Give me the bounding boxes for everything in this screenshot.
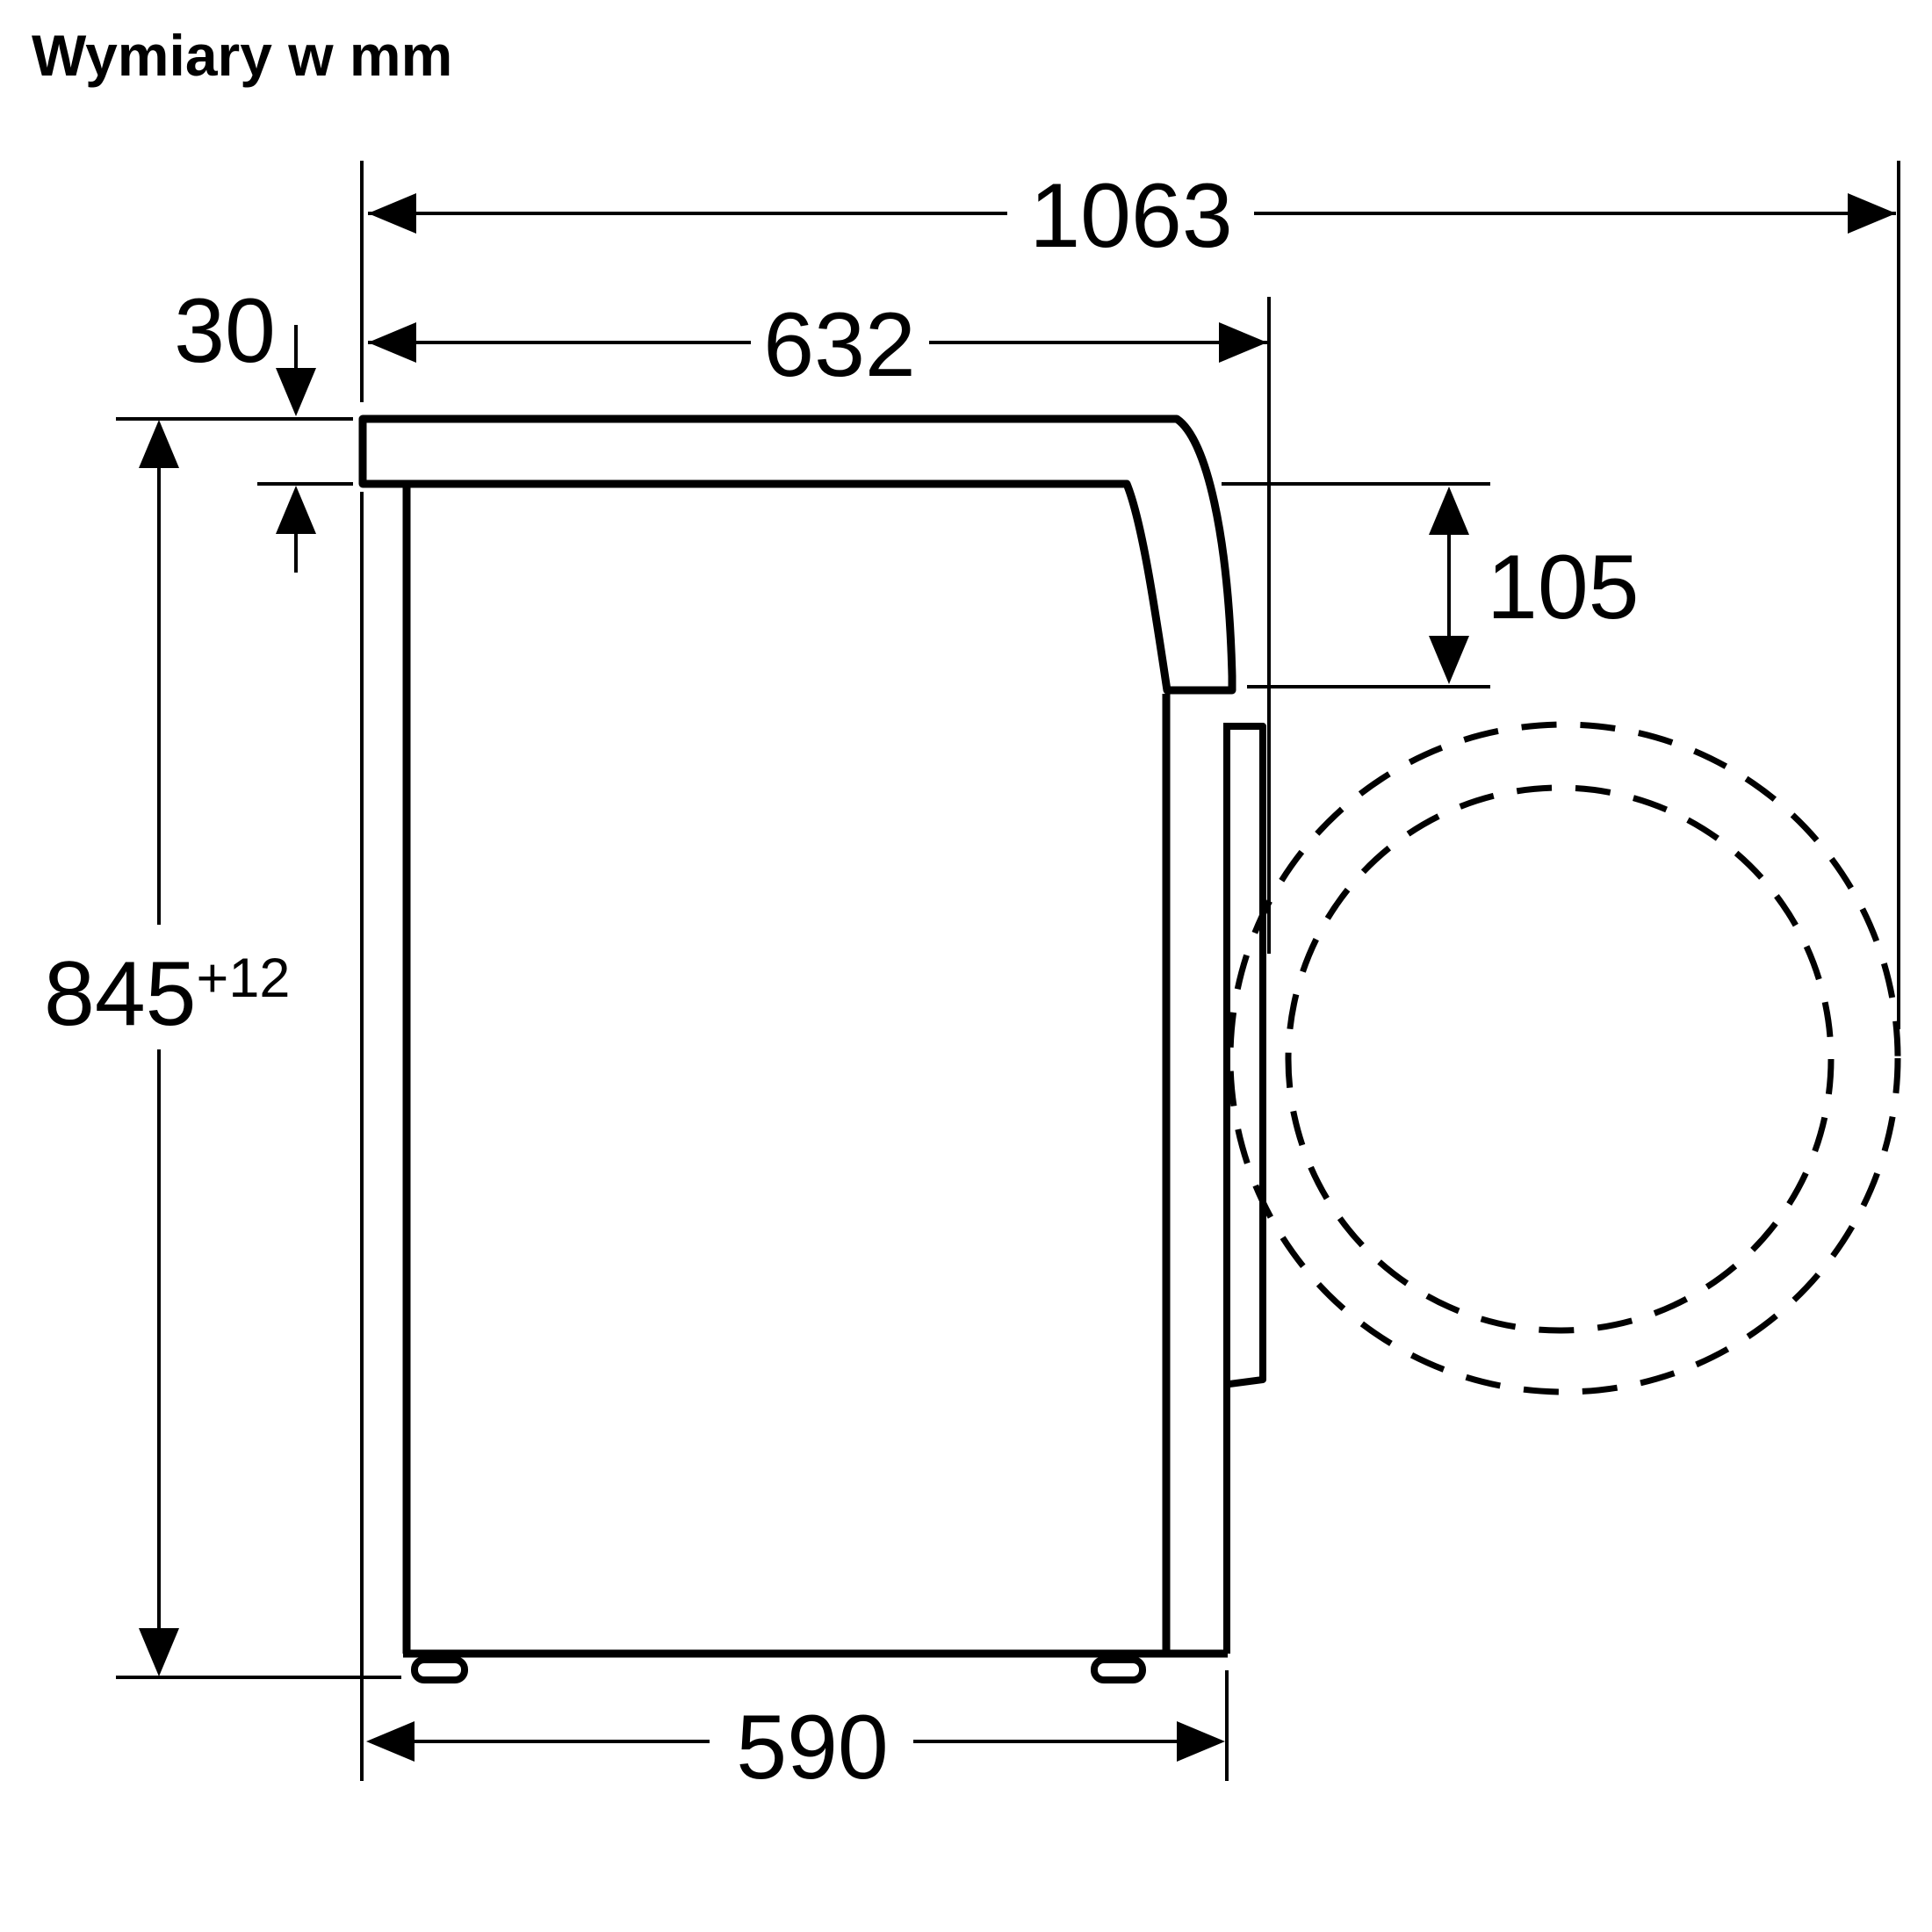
foot-right-pad [1091,1656,1146,1683]
arrow-590-left [366,1721,415,1762]
dim-label-door-panel-offset: 105 [1487,537,1640,638]
door-swing-arcs [1227,721,1901,1395]
arrow-30-up [276,486,316,534]
dim-label-depth-with-worktop: 632 [763,294,916,396]
dim-label-total-depth-door-open: 1063 [1029,165,1232,267]
foot-left-joint [429,1654,454,1662]
dim-label-height-value: 845 [44,943,197,1045]
arrow-30-down [276,368,316,416]
arrow-1063-right [1848,193,1896,234]
dim-label-base-depth: 590 [736,1697,889,1799]
machine-outline [358,415,1266,1683]
arrow-845-down [139,1628,179,1676]
arrow-1063-left [368,193,416,234]
arrow-845-up [139,420,179,468]
dim-label-height: 845+12 [44,943,290,1045]
diagram-title: Wymiary w mm [32,23,452,88]
arrow-105-down [1429,636,1469,684]
dimension-lines [157,212,1896,1743]
extension-lines [116,161,1900,1781]
arrow-632-left [368,322,416,363]
arrow-590-right [1177,1721,1225,1762]
arrowheads [139,193,1896,1762]
arrow-632-right [1219,322,1267,363]
door-swing-inner-circle [1285,784,1835,1334]
arrow-105-up [1429,487,1469,535]
foot-right-joint [1107,1654,1131,1662]
door-swing-outer-circle [1227,721,1901,1395]
door-slab [1229,723,1266,1388]
dim-label-height-tolerance: +12 [197,948,291,1009]
dim-label-worktop-thickness: 30 [174,280,276,382]
worktop-panel [358,415,1236,695]
foot-left-pad [411,1656,468,1683]
